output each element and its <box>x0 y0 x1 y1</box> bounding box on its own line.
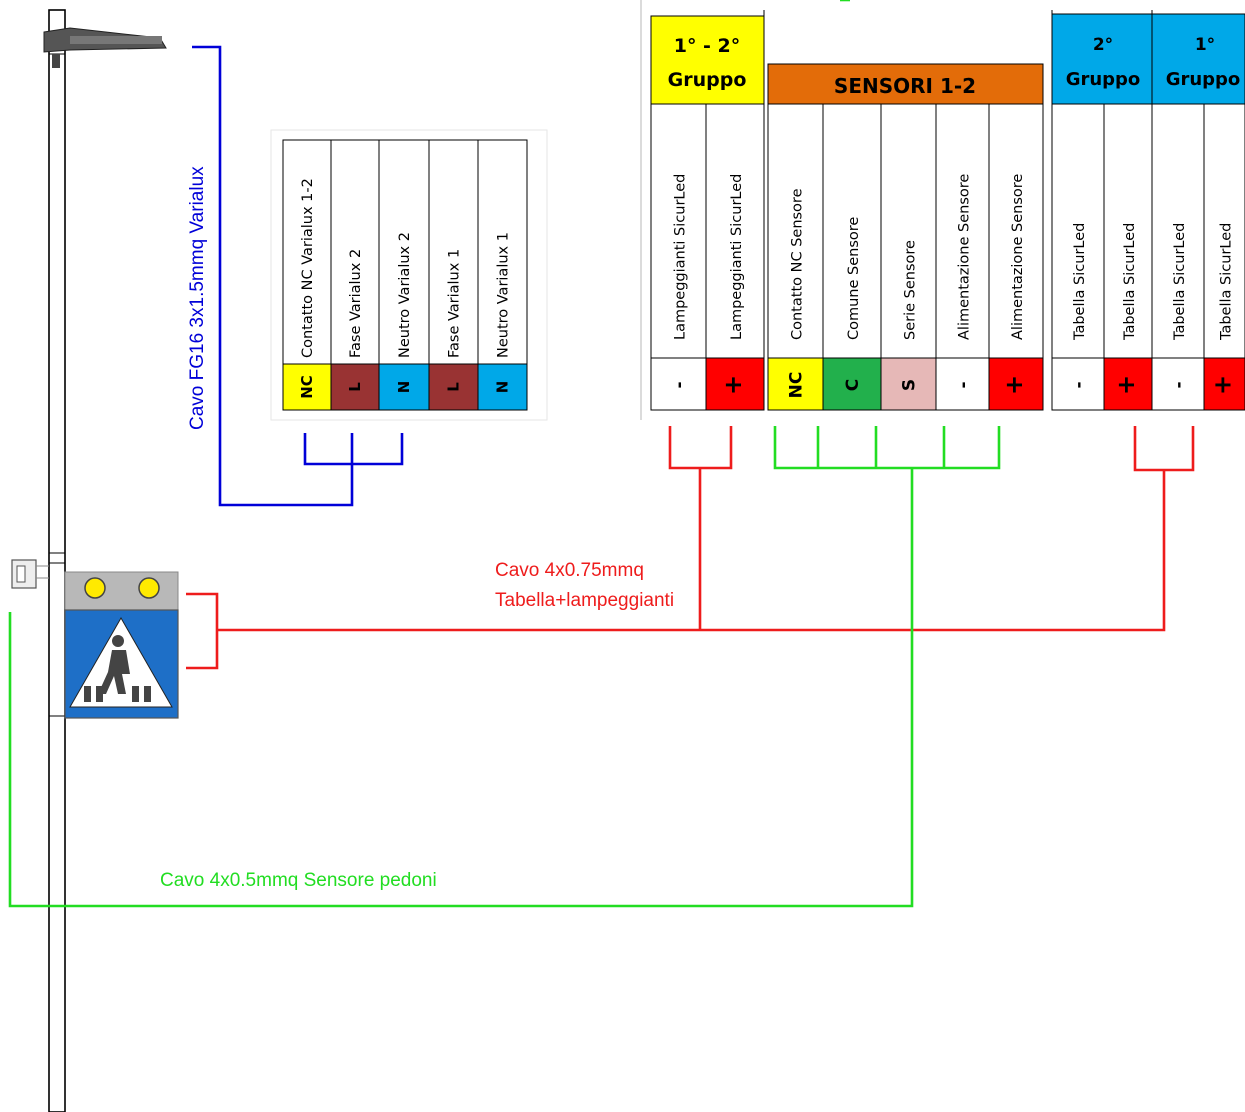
terminal-cell <box>1203 357 1245 411</box>
varialux-terminal-cell <box>378 363 430 411</box>
terminal-cell <box>988 357 1044 411</box>
varialux-terminal-label: Neutro Varialux 1 <box>496 232 512 358</box>
varialux-terminal-code: L <box>346 382 364 392</box>
varialux-terminal-code: NC <box>298 375 316 399</box>
terminal-label-cell <box>650 103 707 359</box>
varialux-terminal-cell <box>477 363 528 411</box>
terminal-label: Tabella SicurLed <box>1172 223 1188 341</box>
terminal-cell <box>1151 357 1205 411</box>
varialux-label-cell <box>428 139 479 365</box>
street-pole <box>48 9 66 1112</box>
varialux-label-cell <box>477 139 528 365</box>
tabella-cable-label-line2: Tabella+lampeggianti <box>495 590 674 611</box>
terminal-code: - <box>954 381 974 388</box>
header-gruppo-12-line1: 1° - 2° <box>674 35 741 57</box>
green-cable <box>8 0 1001 908</box>
terminal-code: + <box>1000 375 1028 395</box>
header-gruppo-1-line1: 1° <box>1195 35 1215 55</box>
varialux-terminal-code: N <box>395 381 413 394</box>
varialux-terminal-code: N <box>494 381 512 394</box>
header-sensori: SENSORI 1-2 <box>834 74 976 98</box>
terminal-code: - <box>670 381 690 388</box>
terminal-label: Comune Sensore <box>846 217 862 340</box>
varialux-cable-label: Cavo FG16 3x1.5mmq Varialux <box>187 166 208 430</box>
varialux-terminal-cell <box>428 363 479 411</box>
terminal-label: Tabella SicurLed <box>1219 223 1235 341</box>
varialux-terminal-cell <box>330 363 380 411</box>
terminal-code: + <box>1112 375 1140 395</box>
terminal-label-cell <box>822 103 882 359</box>
varialux-terminal-label: Fase Varialux 1 <box>447 249 463 358</box>
header-gruppo-12-line2: Gruppo <box>668 69 747 91</box>
varialux-terminal-code: L <box>445 382 463 392</box>
terminal-label: Contatto NC Sensore <box>790 188 806 340</box>
terminal-cell <box>880 357 937 411</box>
main-terminal-block: 1° - 2° Gruppo SENSORI 1-2 2° Gruppo 1° … <box>640 0 1245 420</box>
varialux-label-cell <box>378 139 430 365</box>
terminal-label: Lampeggianti SicurLed <box>673 174 689 340</box>
terminal-label: Tabella SicurLed <box>1072 223 1088 341</box>
header-gruppo-1-line2: Gruppo <box>1166 69 1241 90</box>
terminal-cell <box>650 357 707 411</box>
terminal-label: Tabella SicurLed <box>1122 223 1138 341</box>
pedestrian-crossing-sign-icon <box>64 571 179 719</box>
varialux-label-cell <box>282 139 332 365</box>
varialux-terminal-label: Fase Varialux 2 <box>348 249 364 358</box>
terminal-code: + <box>719 375 747 395</box>
terminal-label: Alimentazione Sensore <box>1010 174 1026 340</box>
terminal-label-cell <box>988 103 1044 359</box>
varialux-terminal-label: Neutro Varialux 2 <box>397 232 413 358</box>
street-lamp-icon <box>43 27 167 68</box>
terminal-cell <box>822 357 882 411</box>
varialux-terminal-label: Contatto NC Varialux 1-2 <box>300 178 316 358</box>
header-gruppo-2-line2: Gruppo <box>1066 69 1141 90</box>
junction-box-icon <box>11 559 49 589</box>
varialux-terminal-block: Contatto NC Varialux 1-2NC Fase Varialux … <box>270 129 548 421</box>
terminal-label-cell <box>1203 103 1245 359</box>
terminal-code: - <box>1069 381 1089 388</box>
terminal-label: Alimentazione Sensore <box>957 174 973 340</box>
terminal-cell <box>705 357 765 411</box>
terminal-cell <box>935 357 990 411</box>
terminal-code: S <box>900 379 920 391</box>
terminal-label: Serie Sensore <box>903 240 919 340</box>
sensore-cable-label: Cavo 4x0.5mmq Sensore pedoni <box>160 870 437 891</box>
varialux-terminal-cell <box>282 363 332 411</box>
terminal-label-cell <box>935 103 990 359</box>
terminal-label: Lampeggianti SicurLed <box>729 174 745 340</box>
terminal-cell <box>767 357 824 411</box>
terminal-code: NC <box>787 372 807 399</box>
terminal-code: C <box>843 379 863 391</box>
header-gruppo-2-line1: 2° <box>1093 35 1113 55</box>
terminal-code: - <box>1169 381 1189 388</box>
terminal-label-cell <box>880 103 937 359</box>
red-cable <box>186 426 1195 670</box>
terminal-label-cell <box>1051 103 1105 359</box>
tabella-cable-label-line1: Cavo 4x0.75mmq <box>495 560 644 581</box>
terminal-code: + <box>1209 375 1237 395</box>
terminal-label-cell <box>705 103 765 359</box>
terminal-label-cell <box>1151 103 1205 359</box>
blue-cable <box>192 45 404 507</box>
